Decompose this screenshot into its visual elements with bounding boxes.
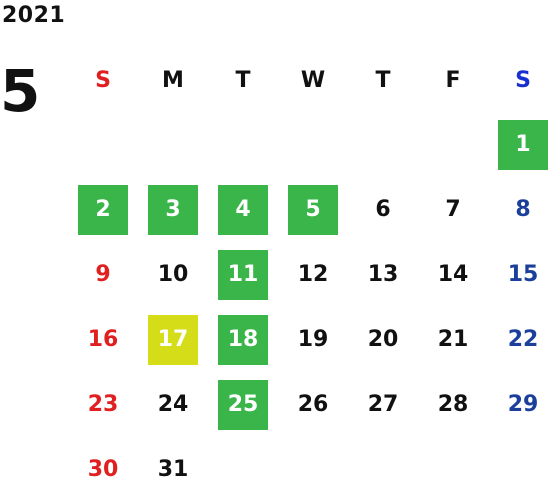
weekday-header-sat: S bbox=[515, 67, 531, 93]
weekday-header-wed: W bbox=[300, 67, 326, 93]
weekday-header-sun: S bbox=[95, 67, 111, 93]
calendar-day-number: 30 bbox=[87, 457, 119, 482]
calendar-day-cell[interactable]: 1 bbox=[488, 112, 548, 177]
calendar-day-number: 3 bbox=[148, 184, 198, 235]
calendar-day-number: 7 bbox=[445, 197, 461, 222]
calendar-day-number: 23 bbox=[87, 392, 119, 417]
calendar-day-cell[interactable]: 3 bbox=[138, 177, 208, 242]
weekday-header-mon: M bbox=[162, 67, 184, 93]
calendar-day-number: 18 bbox=[218, 314, 268, 365]
calendar-day-cell[interactable]: 8 bbox=[488, 177, 548, 242]
calendar-day-cell[interactable]: 18 bbox=[208, 307, 278, 372]
calendar-empty-cell bbox=[488, 437, 548, 502]
calendar-day-cell[interactable]: 12 bbox=[278, 242, 348, 307]
calendar-day-number: 17 bbox=[148, 314, 198, 365]
calendar-day-cell[interactable]: 25 bbox=[208, 372, 278, 437]
calendar-day-number: 14 bbox=[437, 262, 469, 287]
calendar-day-number: 8 bbox=[515, 197, 531, 222]
calendar-day-number: 10 bbox=[157, 262, 189, 287]
calendar-day-cell[interactable]: 11 bbox=[208, 242, 278, 307]
calendar-empty-cell bbox=[278, 112, 348, 177]
calendar-day-number: 13 bbox=[367, 262, 399, 287]
calendar-day-number: 25 bbox=[218, 379, 268, 430]
calendar-day-number: 4 bbox=[218, 184, 268, 235]
calendar-day-number: 9 bbox=[95, 262, 111, 287]
calendar-day-cell[interactable]: 5 bbox=[278, 177, 348, 242]
weekday-header-tue: T bbox=[235, 67, 251, 93]
calendar-day-number: 22 bbox=[507, 327, 539, 352]
calendar-empty-cell bbox=[138, 112, 208, 177]
calendar-day-cell[interactable]: 23 bbox=[68, 372, 138, 437]
calendar-day-number: 16 bbox=[87, 327, 119, 352]
weekday-header-fri: F bbox=[445, 67, 461, 93]
calendar-day-number: 6 bbox=[375, 197, 391, 222]
calendar-day-cell[interactable]: 20 bbox=[348, 307, 418, 372]
calendar-day-number: 20 bbox=[367, 327, 399, 352]
calendar-empty-cell bbox=[68, 112, 138, 177]
calendar-day-cell[interactable]: 19 bbox=[278, 307, 348, 372]
calendar-day-cell[interactable]: 4 bbox=[208, 177, 278, 242]
calendar-day-cell[interactable]: 21 bbox=[418, 307, 488, 372]
calendar-day-cell[interactable]: 10 bbox=[138, 242, 208, 307]
calendar-empty-cell bbox=[418, 112, 488, 177]
calendar-day-number: 5 bbox=[288, 184, 338, 235]
calendar-day-number: 2 bbox=[78, 184, 128, 235]
calendar-day-number: 26 bbox=[297, 392, 329, 417]
calendar-day-cell[interactable]: 15 bbox=[488, 242, 548, 307]
calendar-day-number: 31 bbox=[157, 457, 189, 482]
calendar-day-cell[interactable]: 28 bbox=[418, 372, 488, 437]
calendar-day-cell[interactable]: 31 bbox=[138, 437, 208, 502]
calendar-empty-cell bbox=[418, 437, 488, 502]
calendar-day-cell[interactable]: 27 bbox=[348, 372, 418, 437]
calendar-day-cell[interactable]: 13 bbox=[348, 242, 418, 307]
weekday-header-thu: T bbox=[375, 67, 391, 93]
year-label: 2021 bbox=[2, 3, 66, 28]
calendar-day-number: 21 bbox=[437, 327, 469, 352]
calendar-day-number: 24 bbox=[157, 392, 189, 417]
calendar-day-cell[interactable]: 24 bbox=[138, 372, 208, 437]
calendar-day-number: 28 bbox=[437, 392, 469, 417]
calendar-day-cell[interactable]: 7 bbox=[418, 177, 488, 242]
calendar-day-number: 29 bbox=[507, 392, 539, 417]
calendar-day-cell[interactable]: 22 bbox=[488, 307, 548, 372]
calendar-day-cell[interactable]: 9 bbox=[68, 242, 138, 307]
calendar-day-cell[interactable]: 16 bbox=[68, 307, 138, 372]
calendar-day-cell[interactable]: 6 bbox=[348, 177, 418, 242]
calendar-empty-cell bbox=[278, 437, 348, 502]
calendar-day-number: 15 bbox=[507, 262, 539, 287]
calendar-day-number: 1 bbox=[498, 119, 548, 170]
calendar-empty-cell bbox=[348, 112, 418, 177]
month-label: 5 bbox=[0, 57, 41, 125]
calendar-empty-cell bbox=[208, 112, 278, 177]
calendar-day-cell[interactable]: 17 bbox=[138, 307, 208, 372]
calendar-day-cell[interactable]: 2 bbox=[68, 177, 138, 242]
calendar-day-cell[interactable]: 26 bbox=[278, 372, 348, 437]
calendar-day-number: 12 bbox=[297, 262, 329, 287]
calendar-empty-cell bbox=[208, 437, 278, 502]
calendar-day-number: 11 bbox=[218, 249, 268, 300]
calendar-day-number: 19 bbox=[297, 327, 329, 352]
calendar-empty-cell bbox=[348, 437, 418, 502]
calendar-day-number: 27 bbox=[367, 392, 399, 417]
calendar-day-cell[interactable]: 29 bbox=[488, 372, 548, 437]
calendar-day-cell[interactable]: 14 bbox=[418, 242, 488, 307]
calendar-day-cell[interactable]: 30 bbox=[68, 437, 138, 502]
